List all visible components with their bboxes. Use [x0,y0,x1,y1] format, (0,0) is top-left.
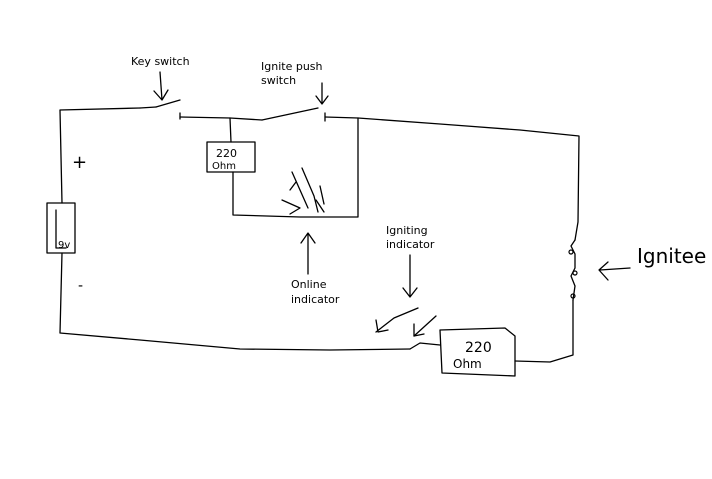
igniting-led-ray-4 [413,323,425,337]
battery-plus: + [72,152,87,173]
igniting-led-ray-1 [375,307,419,333]
key-switch-label: Key switch [131,55,190,68]
igniter-terminal-3 [570,293,576,299]
igniting-led-icon [375,307,437,337]
igniting-led-ray-2 [413,315,437,337]
wires [59,107,580,363]
resistor-igniting-unit: Ohm [453,357,482,371]
wire-right-bottom [514,299,574,363]
resistor-igniting: 220 Ohm [439,327,516,377]
igniting-indicator-label-line2: indicator [386,238,435,251]
key-switch-lever [155,99,181,108]
key-switch [139,99,181,120]
resistor-online-unit: Ohm [212,161,236,172]
resistor-igniting-value: 220 [465,340,492,356]
wire-keyswitch-to-push [179,116,263,121]
online-led-ray-3 [315,185,325,213]
wire-online-loop [229,117,359,218]
online-led-icon [281,167,325,215]
wire-bottom [59,252,411,351]
resistor-igniting-body [439,327,516,377]
igniter-terminal-2 [572,270,578,276]
resistor-online: 220 Ohm [206,141,256,173]
battery: 9v + - [46,152,87,294]
igniter [568,239,578,301]
battery-cell [55,209,67,249]
igniter-wire [570,239,576,301]
battery-voltage: 9v [58,240,70,251]
online-led-arrowhead [281,199,301,215]
igniting-indicator-label-line1: Igniting [386,224,428,237]
ignite-push-label-line1: Ignite push [261,60,323,73]
battery-body [46,202,76,254]
wire-igniting-junction [409,342,441,350]
online-led-ray-2 [301,167,319,213]
igniting-led-ray-3 [375,319,389,333]
resistor-online-body [206,141,256,173]
igniting-arrow-icon [402,254,418,298]
key-switch-contact-left [139,106,157,109]
wire-push-to-right [324,116,580,241]
push-switch-arrow-icon [315,82,329,105]
key-switch-arrow-icon [153,71,169,101]
online-arrow-icon [300,232,316,275]
resistor-online-value: 220 [216,147,237,160]
igniter-arrow-icon [598,261,631,281]
igniter-terminal-1 [568,249,574,255]
ignite-push-switch [261,107,326,122]
online-led-ray-1 [289,171,309,209]
igniter-label: Ignitee [637,244,706,268]
online-indicator-label-line1: Online [291,278,327,291]
push-switch-lever [261,107,319,121]
wire-left-top [59,107,141,204]
ignite-push-label-line2: switch [261,74,296,87]
battery-minus: - [78,278,83,294]
online-indicator-label-line2: indicator [291,293,340,306]
